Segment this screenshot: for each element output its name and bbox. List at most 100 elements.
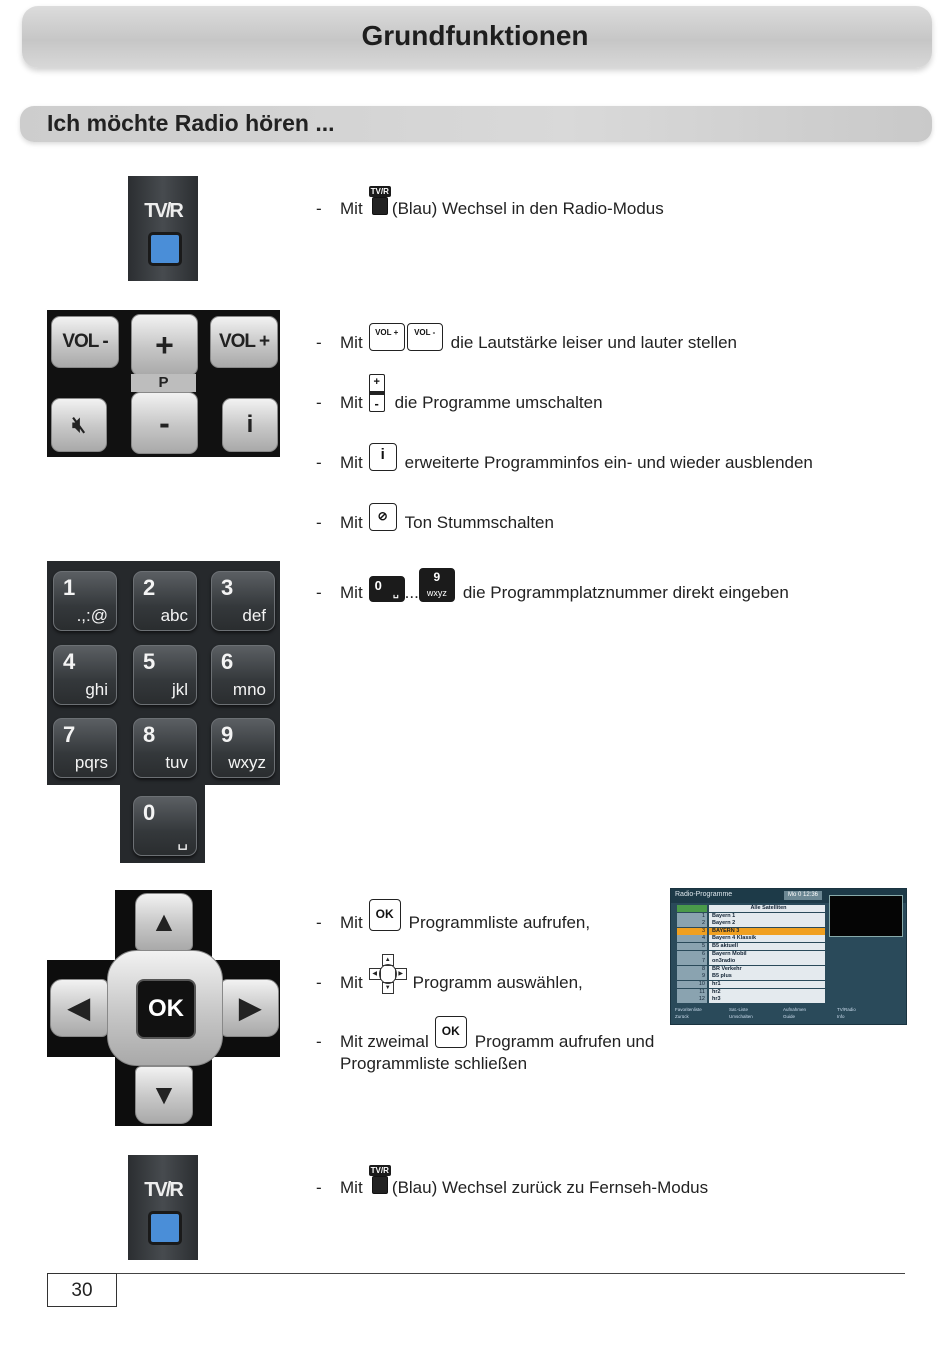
vol-plus-icon: VOL + <box>368 322 405 351</box>
instruction-text: Programm aufrufen und <box>474 1032 655 1051</box>
p-label: P <box>131 374 196 392</box>
page-number: 30 <box>47 1273 117 1307</box>
channel-number: 4 <box>677 935 707 943</box>
keypad-key-6: 6 mno <box>211 645 275 705</box>
tvr-button-image: TV/R <box>128 176 198 281</box>
channel-name: on3radio <box>709 958 825 966</box>
dash: - <box>316 1032 322 1051</box>
instruction-ok: Mit OK Programmliste aufrufen, <box>340 897 590 933</box>
keypad-key-letters: abc <box>160 606 188 625</box>
tvr-mini-label: TV/R <box>368 186 391 197</box>
instruction-tvr-in: Mit TV/R (Blau) Wechsel in den Radio-Mod… <box>340 182 664 219</box>
channel-number: 10 <box>677 980 707 988</box>
keypad-key-number: 6 <box>221 649 234 674</box>
keypad-key-letters: mno <box>232 680 266 699</box>
channel-number: 7 <box>677 958 707 966</box>
dash: - <box>316 393 322 412</box>
channel-number: 3 <box>677 927 707 935</box>
blue-square-icon <box>371 1176 388 1194</box>
blue-button-icon <box>148 1211 182 1245</box>
channel-number: 11 <box>677 988 707 996</box>
instruction-text: (Blau) Wechsel in den Radio-Modus <box>391 199 664 218</box>
dash: - <box>316 1178 322 1197</box>
channel-name: BR Verkehr <box>709 965 825 973</box>
arrow-left-key: ◀ <box>50 979 108 1037</box>
screenshot-footer-item: Aufnahmen <box>783 1007 807 1012</box>
mit-label: Mit <box>340 513 363 532</box>
program-updown-icon: + - <box>368 373 385 412</box>
keypad-key-letters: .,:@ <box>76 606 108 625</box>
nav-cross-icon: ▲ ▼ ◀ ▶ <box>368 953 407 994</box>
zero-key-icon: 0 ␣ <box>368 576 405 602</box>
mit-label: Mit <box>340 453 363 472</box>
instruction-navigate: Mit ▲ ▼ ◀ ▶ Programm auswählen, <box>340 952 583 994</box>
channel-name: hr3 <box>709 996 825 1004</box>
keypad-key-number: 2 <box>143 575 156 600</box>
nine-key-icon: 9 wxyz <box>418 568 455 602</box>
info-icon: i <box>368 443 397 471</box>
arrow-down-key: ▼ <box>135 1066 193 1124</box>
channel-number: 9 <box>677 973 707 981</box>
screenshot-footer-item: TV/Radio <box>837 1007 856 1012</box>
mit-label: Mit <box>340 913 363 932</box>
mit-label: Mit <box>340 1178 363 1197</box>
vol-plus-key: VOL + <box>210 316 278 368</box>
keypad-key-0: 0␣ <box>133 796 197 856</box>
keypad-key-number: 7 <box>63 722 76 747</box>
zero-key-number: 0 <box>374 578 382 593</box>
screenshot-footer-item: Info <box>837 1014 845 1019</box>
ok-key: OK <box>136 979 196 1039</box>
dash: - <box>316 973 322 992</box>
instruction-tvr-out: Mit TV/R (Blau) Wechsel zurück zu Fernse… <box>340 1161 708 1198</box>
navigation-pad: ▲ ▼ ◀ ▶ OK <box>47 890 280 1126</box>
footer-rule <box>47 1273 905 1274</box>
screenshot-title: Radio-Programme <box>675 891 733 898</box>
radio-programme-screenshot: Radio-Programme Mo 0 12:36 Alle Satellit… <box>670 888 907 1025</box>
mit-label: Mit <box>340 973 363 992</box>
mit-label: Mit zweimal <box>340 1032 429 1051</box>
channel-name: B5 plus <box>709 973 825 981</box>
dash: - <box>316 913 322 932</box>
keypad-key-number: 5 <box>143 649 156 674</box>
instruction-text: die Programmplatznummer direkt eingeben <box>462 583 789 602</box>
keypad-key-number: 1 <box>63 575 76 600</box>
ok-icon: OK <box>434 1016 467 1048</box>
vol-minus-key: VOL - <box>51 316 119 368</box>
channel-name: B5 aktuell <box>709 942 825 950</box>
tvr-label: TV/R <box>144 1179 184 1201</box>
channel-number: 1 <box>677 912 707 920</box>
page-title: Grundfunktionen <box>361 20 589 51</box>
dash: - <box>316 333 322 352</box>
instruction-text: Programmliste aufrufen, <box>408 913 591 932</box>
channel-name: Bayern 2 <box>709 920 825 928</box>
instruction-ok-twice: Mit zweimal OK Programm aufrufen und <box>340 1016 654 1052</box>
mit-label: Mit <box>340 199 363 218</box>
nine-key-letters: wxyz <box>426 588 447 598</box>
instruction-text: Programm auswählen, <box>412 973 583 992</box>
space-symbol: ␣ <box>392 588 399 598</box>
keypad-key-letters: wxyz <box>228 753 266 772</box>
program-plus-key: + <box>131 314 198 376</box>
screenshot-time: Mo 0 12:36 <box>784 891 822 900</box>
info-key: i <box>222 398 278 452</box>
instruction-numbers: Mit 0 ␣ ... 9 wxyz die Programmplatznumm… <box>340 567 789 603</box>
channel-number: 8 <box>677 965 707 973</box>
channel-number: 12 <box>677 996 707 1004</box>
tvr-mini-label: TV/R <box>368 1165 391 1176</box>
screenshot-footer-item: Umschalten <box>729 1014 753 1019</box>
dash: - <box>316 513 322 532</box>
dash: - <box>316 583 322 602</box>
channel-name: hr1 <box>709 980 825 988</box>
instruction-text: die Programme umschalten <box>394 393 603 412</box>
